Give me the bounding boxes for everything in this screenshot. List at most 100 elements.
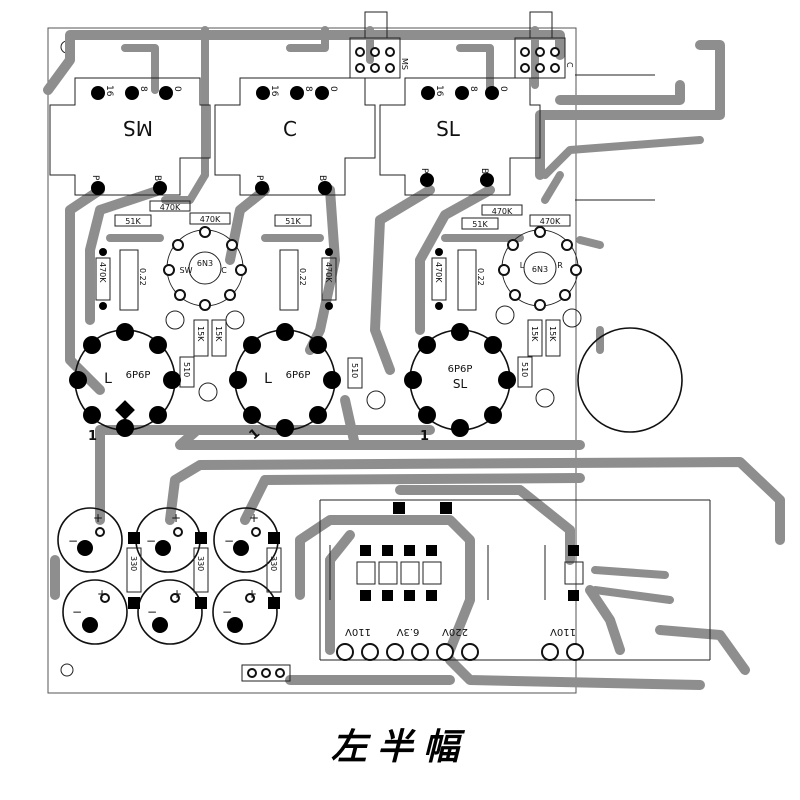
input-jack-c: C [514,11,574,79]
svg-text:6P6P: 6P6P [286,370,311,381]
tube-6n3-right: 6N3 L R [498,226,582,311]
power-label-110v: 110V [345,626,371,637]
svg-text:330: 330 [269,556,278,571]
resistor-470k-top-a: 470K [149,200,191,212]
svg-text:+: + [172,587,182,601]
resistor-510-c: 510 [517,356,533,388]
power-connector: 110V 6.3V 220V 110V [336,626,584,661]
svg-text:0: 0 [498,86,508,92]
capacitor-022-b: 0.22 [279,249,307,311]
svg-text:470K: 470K [434,262,443,283]
svg-text:15K: 15K [530,326,539,342]
svg-text:51K: 51K [472,220,488,229]
tube-6p6p-label: 6P6P [126,370,151,381]
caption: 左半幅 [330,726,469,768]
svg-text:16: 16 [269,85,279,97]
svg-text:1: 1 [88,429,97,444]
resistor-330-b: 330 [193,532,209,609]
resistor-470k-v1: 470K [95,248,111,310]
small-caps [165,305,582,410]
svg-text:15K: 15K [214,326,223,342]
transformer-tap-0: 0 [172,86,182,92]
svg-text:−: − [146,534,156,548]
capacitor-022-c: 0.22 [457,249,485,311]
input-jack-ms: MS [349,11,409,79]
resistor-510-a: 510 [179,356,195,388]
svg-text:0.22: 0.22 [138,268,147,286]
capacitor-022-a: 0.22 [119,249,147,311]
board-outline [47,27,577,694]
svg-text:51K: 51K [285,217,301,226]
svg-text:−: − [222,605,232,619]
svg-text:510: 510 [520,362,529,377]
svg-text:470K: 470K [200,215,221,224]
svg-text:SW: SW [180,266,193,275]
svg-text:L: L [104,371,112,387]
resistor-330-a: 330 [126,532,142,609]
svg-text:51K: 51K [125,217,141,226]
svg-text:15K: 15K [196,326,205,342]
svg-text:+: + [93,511,103,525]
svg-text:8: 8 [303,86,313,92]
svg-text:510: 510 [350,363,359,378]
svg-text:470K: 470K [492,207,513,216]
mount-hole [60,663,74,677]
resistor-15k-a: 15K [193,319,209,357]
svg-text:B: B [479,168,489,174]
svg-text:6N3: 6N3 [532,265,548,274]
svg-text:SL: SL [453,377,468,391]
svg-text:470K: 470K [160,203,181,212]
resistor-510-b: 510 [347,357,363,389]
svg-text:+: + [97,587,107,601]
resistor-51k-a: 51K [114,214,152,227]
svg-text:470K: 470K [540,217,561,226]
svg-text:−: − [147,605,157,619]
tube-6n3-left: 6N3 SW C [163,226,247,311]
resistor-470k-c: 470K [529,214,571,227]
svg-text:P: P [254,175,264,181]
svg-text:15K: 15K [548,326,557,342]
tube-6p6p-2: L 6P6P 1 [229,323,341,443]
tube-6p6p-3: 6P6P SL 1 [404,323,516,444]
jack-label-c: C [565,62,574,68]
copper-traces [43,26,785,690]
svg-text:470K: 470K [324,262,333,283]
transformer-label-c: C [283,117,297,141]
svg-text:1: 1 [420,429,429,444]
svg-text:470K: 470K [98,262,107,283]
svg-text:+: + [247,587,257,601]
svg-text:P: P [419,168,429,174]
svg-text:0.22: 0.22 [298,268,307,286]
resistor-470k-v2: 470K [321,248,337,310]
svg-text:510: 510 [182,362,191,377]
svg-text:−: − [68,534,78,548]
svg-text:R: R [557,261,563,270]
svg-text:330: 330 [196,556,205,571]
resistor-51k-b: 51K [274,214,312,227]
filter-capacitors: −+ −+ −+ −+ −+ −+ [57,507,279,645]
power-label-110v-right: 110V [550,626,576,637]
svg-text:330: 330 [129,556,138,571]
svg-text:+: + [249,511,259,525]
svg-text:16: 16 [434,85,444,97]
transformer-tap-8: 8 [138,86,148,92]
svg-text:C: C [221,266,227,275]
transformer-label-sl: SL [436,117,461,141]
svg-text:−: − [72,605,82,619]
resistor-15k-c: 15K [527,319,543,357]
svg-text:0.22: 0.22 [476,268,485,286]
power-label-220v: 220V [442,626,468,637]
svg-text:B: B [152,175,162,181]
resistor-330-c: 330 [266,532,282,609]
output-transformer-c: 16 8 0 C P B [214,77,376,196]
jack-label-ms: MS [400,58,409,70]
rectifier-diodes [356,502,584,601]
svg-text:L: L [264,371,272,387]
resistor-15k-d: 15K [545,319,561,357]
transformer-tap-16: 16 [104,85,114,97]
three-pin-header [241,664,291,682]
output-transformer-ms: 16 8 0 MS P B [49,77,211,196]
mount-hole-large [577,327,683,433]
power-label-63v: 6.3V [396,626,419,637]
